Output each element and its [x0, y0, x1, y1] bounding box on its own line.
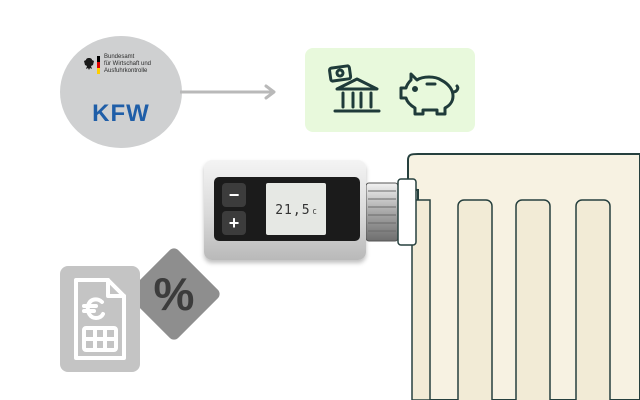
temperature-unit: C — [312, 208, 317, 216]
eagle-icon — [84, 58, 94, 70]
funding-box — [305, 48, 475, 132]
bafa-line: für Wirtschaft und — [104, 61, 152, 67]
temperature-value: 21,5 — [275, 203, 311, 218]
bafa-line: Ausfuhrkontrolle — [104, 68, 148, 74]
decrease-temperature-button[interactable]: − — [222, 183, 246, 207]
bafa-line: Bundesamt — [104, 54, 135, 60]
funding-logo-circle: Bundesamt für Wirtschaft und Ausfuhrkont… — [60, 36, 182, 148]
arrow-right-icon — [180, 84, 276, 100]
kfw-logo: KFW — [92, 100, 150, 127]
radiator — [407, 153, 640, 400]
invoice-euro-icon — [74, 278, 126, 360]
invoice-tile — [60, 266, 140, 372]
german-flag-bar — [97, 56, 100, 74]
thermostat-valve-knob — [366, 178, 417, 246]
discount-tile: % — [125, 245, 223, 343]
bafa-name: Bundesamt für Wirtschaft und Ausfuhrkont… — [104, 54, 174, 75]
piggy-bank-icon — [399, 72, 460, 116]
increase-temperature-button[interactable]: + — [222, 211, 246, 235]
percent-icon: % — [153, 268, 195, 320]
bank-icon — [328, 64, 381, 113]
